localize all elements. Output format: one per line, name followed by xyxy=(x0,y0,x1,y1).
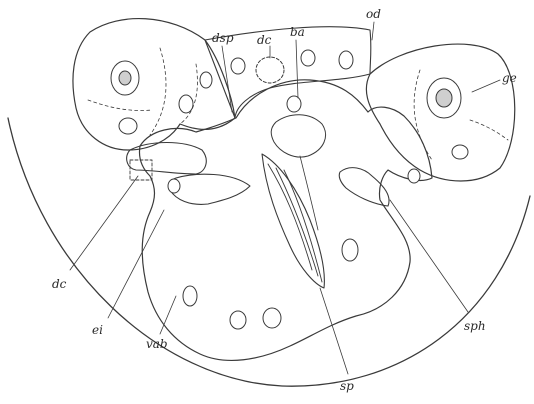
right-groove xyxy=(339,168,389,206)
label-ei: ei xyxy=(92,323,103,337)
label-sph: sph xyxy=(464,319,486,333)
label-sp: sp xyxy=(340,379,354,393)
label-ge: ge xyxy=(502,71,517,85)
left-groove xyxy=(169,174,250,204)
label-dsp: dsp xyxy=(212,31,234,45)
right-lobe-nuclei xyxy=(408,78,468,183)
left-tongue xyxy=(127,143,207,175)
label-vab: vab xyxy=(146,337,168,351)
roof-nuclei xyxy=(231,50,353,83)
central-stippled-mass xyxy=(139,80,432,361)
label-dc-top: dc xyxy=(257,33,272,47)
label-ba: ba xyxy=(290,25,305,39)
label-dc-left: dc xyxy=(52,277,67,291)
mass-nuclei xyxy=(168,96,358,329)
label-od: od xyxy=(366,7,381,21)
central-cavity xyxy=(271,115,325,157)
